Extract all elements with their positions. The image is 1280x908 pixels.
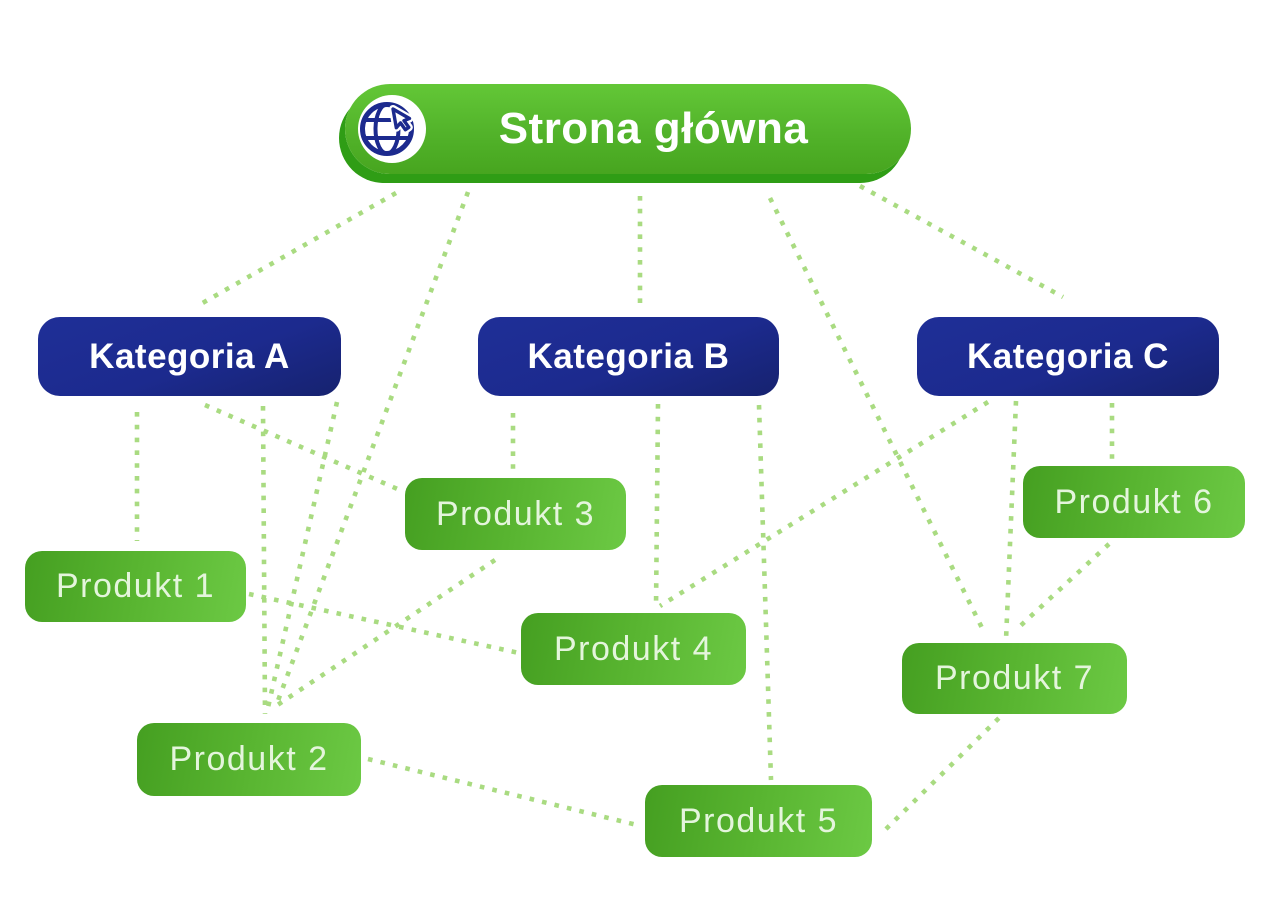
connector-kategoria-b-to-produkt-5 bbox=[756, 404, 774, 781]
product-1-label: Produkt 1 bbox=[55, 567, 216, 605]
connector-kategoria-a-to-produkt-2 bbox=[260, 405, 268, 715]
connector-produkt-6-to-produkt-7 bbox=[1016, 542, 1111, 630]
product-node-1: Produkt 1 bbox=[25, 551, 246, 622]
connector-kategoria-a-to-produkt-2 bbox=[264, 401, 340, 713]
category-c-label: Kategoria C bbox=[967, 336, 1169, 376]
product-3-label: Produkt 3 bbox=[435, 494, 596, 533]
category-node-c: Kategoria C bbox=[917, 317, 1219, 396]
connector-kategoria-c-to-produkt-7 bbox=[1003, 400, 1019, 641]
connector-produkt-3-to-produkt-2 bbox=[271, 558, 497, 710]
product-5-label: Produkt 5 bbox=[678, 801, 839, 840]
product-2-label: Produkt 2 bbox=[169, 740, 329, 778]
home-label: Strona główna bbox=[498, 104, 809, 153]
globe-cursor-icon bbox=[358, 95, 426, 163]
connector-strona-glowna-to-produkt-2 bbox=[273, 191, 471, 707]
connector-kategoria-c-to-produkt-4 bbox=[658, 400, 990, 608]
home-node: Strona główna bbox=[345, 84, 911, 174]
product-node-7: Produkt 7 bbox=[902, 643, 1127, 714]
product-node-5: Produkt 5 bbox=[645, 785, 872, 857]
connector-strona-glowna-to-kategoria-a bbox=[197, 191, 398, 307]
category-a-label: Kategoria A bbox=[89, 336, 290, 376]
connector-produkt-5-to-produkt-7 bbox=[884, 714, 1003, 831]
connector-produkt-2-to-produkt-5 bbox=[367, 756, 642, 829]
product-node-6: Produkt 6 bbox=[1023, 466, 1245, 538]
connector-produkt-1-to-produkt-4 bbox=[248, 591, 520, 656]
connector-strona-glowna-to-kategoria-c bbox=[858, 183, 1065, 300]
product-node-2: Produkt 2 bbox=[137, 723, 361, 796]
product-node-3: Produkt 3 bbox=[405, 478, 626, 550]
product-7-label: Produkt 7 bbox=[934, 659, 1095, 697]
category-b-label: Kategoria B bbox=[527, 336, 730, 376]
product-node-4: Produkt 4 bbox=[521, 613, 746, 685]
category-node-a: Kategoria A bbox=[38, 317, 341, 396]
connector-kategoria-b-to-produkt-4 bbox=[653, 403, 661, 609]
connector-strona-glowna-to-produkt-7 bbox=[767, 196, 988, 636]
product-4-label: Produkt 4 bbox=[553, 629, 714, 668]
category-node-b: Kategoria B bbox=[478, 317, 779, 396]
product-6-label: Produkt 6 bbox=[1054, 482, 1214, 521]
